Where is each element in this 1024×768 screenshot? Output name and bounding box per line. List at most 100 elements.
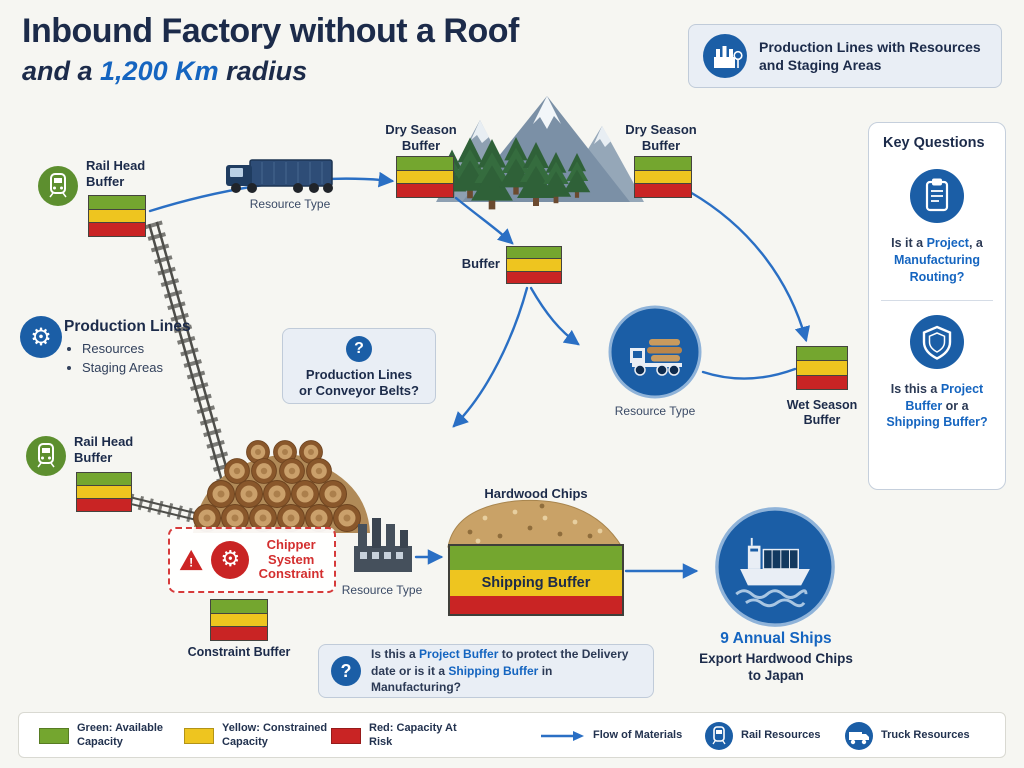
- truck-resources-icon: [845, 722, 873, 750]
- dry-season-buffer-1-label: Dry Season Buffer: [385, 122, 457, 153]
- legend-red-label: Red: Capacity At Risk: [369, 722, 457, 748]
- question1-line2: or Conveyor Belts?: [299, 383, 419, 399]
- warning-glyph: !: [189, 556, 193, 570]
- buffer-band-red: [797, 375, 847, 389]
- q2-mid: or a: [942, 398, 969, 413]
- log-pile-illustration: [193, 440, 370, 533]
- warning-icon: !: [179, 549, 203, 571]
- legend-rail: Rail Resources: [705, 713, 820, 759]
- buffer-band-yellow: [77, 486, 131, 499]
- green-swatch: [39, 728, 69, 744]
- key-question-1: Is it a Project, a Manufacturing Routing…: [881, 235, 993, 286]
- legend-green: Green: Available Capacity: [39, 713, 173, 759]
- subtitle-highlight: 1,200 Km: [100, 56, 219, 86]
- buffer-band-green: [450, 546, 622, 570]
- subtitle-suffix: radius: [218, 56, 308, 86]
- buffer-band-yellow: [635, 170, 691, 185]
- buffer-band-red: [397, 184, 453, 198]
- q-mid: to protect the Delivery date or is it a: [371, 646, 629, 678]
- question-glyph: ?: [354, 340, 364, 357]
- legend-bar: Green: Available Capacity Yellow: Constr…: [18, 712, 1006, 758]
- key-question-2: Is this a Project Buffer or a Shipping B…: [881, 381, 993, 432]
- question-glyph: ?: [340, 660, 352, 681]
- dry-season-buffer-1-stack: [396, 156, 454, 198]
- legend-yellow: Yellow: Constrained Capacity: [184, 713, 330, 759]
- chipper-constraint-box: ! ⚙ Chipper System Constraint: [168, 527, 336, 593]
- buffer-band-green: [77, 473, 131, 486]
- q-post: in Manufacturing?: [371, 663, 553, 695]
- railroad-track-short: [118, 491, 208, 526]
- dry-season-buffer-2-label: Dry Season Buffer: [625, 122, 697, 153]
- ship-count-label: 9 Annual Ships: [720, 630, 832, 647]
- q-highlight-1: Project Buffer: [419, 646, 499, 661]
- q1-highlight-2: Manufacturing Routing?: [893, 252, 981, 284]
- rail-head-icon-2: [26, 436, 66, 476]
- legend-truck: Truck Resources: [845, 713, 970, 759]
- buffer-band-green: [635, 157, 691, 171]
- wet-season-buffer-stack: [796, 346, 848, 390]
- rail-head-buffer-2-label: Rail Head Buffer: [74, 434, 134, 465]
- mountains-illustration: [436, 96, 644, 202]
- mid-buffer-label: Buffer: [461, 256, 500, 271]
- question-box-shipping-text: Is this a Project Buffer to protect the …: [371, 646, 641, 696]
- page-subtitle: and a 1,200 Km radius: [22, 56, 307, 87]
- production-lines-callout-label: Production Lines with Resources and Stag…: [759, 38, 981, 73]
- q2-highlight-2: Shipping Buffer?: [886, 415, 988, 430]
- buffer-band-yellow: [397, 170, 453, 185]
- key-questions-panel: Key Questions Is it a Project, a Manufac…: [868, 122, 1006, 490]
- buffer-band-green: [89, 196, 145, 210]
- factory-icon: [354, 518, 412, 572]
- wet-season-buffer-label: Wet Season Buffer: [786, 398, 858, 427]
- buffer-band-yellow: [507, 259, 561, 272]
- legend-yellow-label: Yellow: Constrained Capacity: [222, 722, 328, 748]
- legend-red: Red: Capacity At Risk: [331, 713, 459, 759]
- production-lines-title: Production Lines: [64, 318, 191, 335]
- wood-chips-pile-illustration: [447, 499, 623, 548]
- legend-green-label: Green: Available Capacity: [77, 722, 163, 748]
- chipper-constraint-label: Chipper System Constraint: [258, 536, 324, 582]
- rail-head-buffer-1-label: Rail Head Buffer: [86, 158, 146, 189]
- q1-highlight-1: Project: [926, 236, 969, 250]
- gear-glyph: ⚙: [220, 547, 241, 572]
- constraint-buffer-label: Constraint Buffer: [187, 645, 291, 659]
- question1-line1: Production Lines: [305, 367, 413, 382]
- question-box-conveyor-text: Production Lines or Conveyor Belts?: [283, 367, 435, 400]
- buffer-band-red: [89, 223, 145, 237]
- q1-pre: Is it a: [891, 236, 927, 250]
- gear-icon: ⚙: [20, 316, 62, 358]
- q2-highlight-1: Project Buffer: [905, 381, 984, 413]
- question-icon: ?: [331, 656, 361, 686]
- truck-circle-resource-type-label: Resource Type: [614, 404, 696, 418]
- shield-icon: [910, 314, 964, 369]
- factory-tree-icon: [703, 34, 747, 78]
- buffer-band-red: [211, 627, 267, 641]
- mid-buffer-stack: [506, 246, 562, 284]
- ship-export-label: Export Hardwood Chips: [699, 651, 853, 666]
- shipping-buffer-stack: Shipping Buffer: [448, 544, 624, 616]
- production-lines-item: Staging Areas: [82, 359, 163, 378]
- buffer-band-yellow: [89, 209, 145, 224]
- legend-flow: Flow of Materials: [539, 713, 682, 759]
- clipboard-icon: [910, 169, 964, 223]
- q-highlight-2: Shipping Buffer: [448, 663, 539, 678]
- question-box-conveyor: ? Production Lines or Conveyor Belts?: [282, 328, 436, 404]
- production-lines-item: Resources: [82, 340, 163, 359]
- dry-season-buffer-2-stack: [634, 156, 692, 198]
- buffer-band-green: [211, 600, 267, 614]
- buffer-band-green: [397, 157, 453, 171]
- q2-pre: Is this a: [890, 381, 941, 396]
- flow-arrow-icon: [541, 731, 584, 741]
- railroad-track-main: [144, 220, 248, 530]
- buffer-band-red: [77, 499, 131, 511]
- flow-arrows: [148, 171, 810, 579]
- production-lines-callout: Production Lines with Resources and Stag…: [688, 24, 1002, 88]
- legend-flow-label: Flow of Materials: [593, 729, 683, 742]
- panel-divider: [881, 299, 993, 301]
- q-pre: Is this a: [371, 646, 420, 661]
- ship-destination-label: to Japan: [748, 668, 804, 683]
- buffer-band-yellow: [211, 613, 267, 628]
- cargo-ship-icon: [713, 505, 837, 629]
- gear-glyph: ⚙: [30, 323, 52, 351]
- production-lines-list: Resources Staging Areas: [82, 340, 163, 378]
